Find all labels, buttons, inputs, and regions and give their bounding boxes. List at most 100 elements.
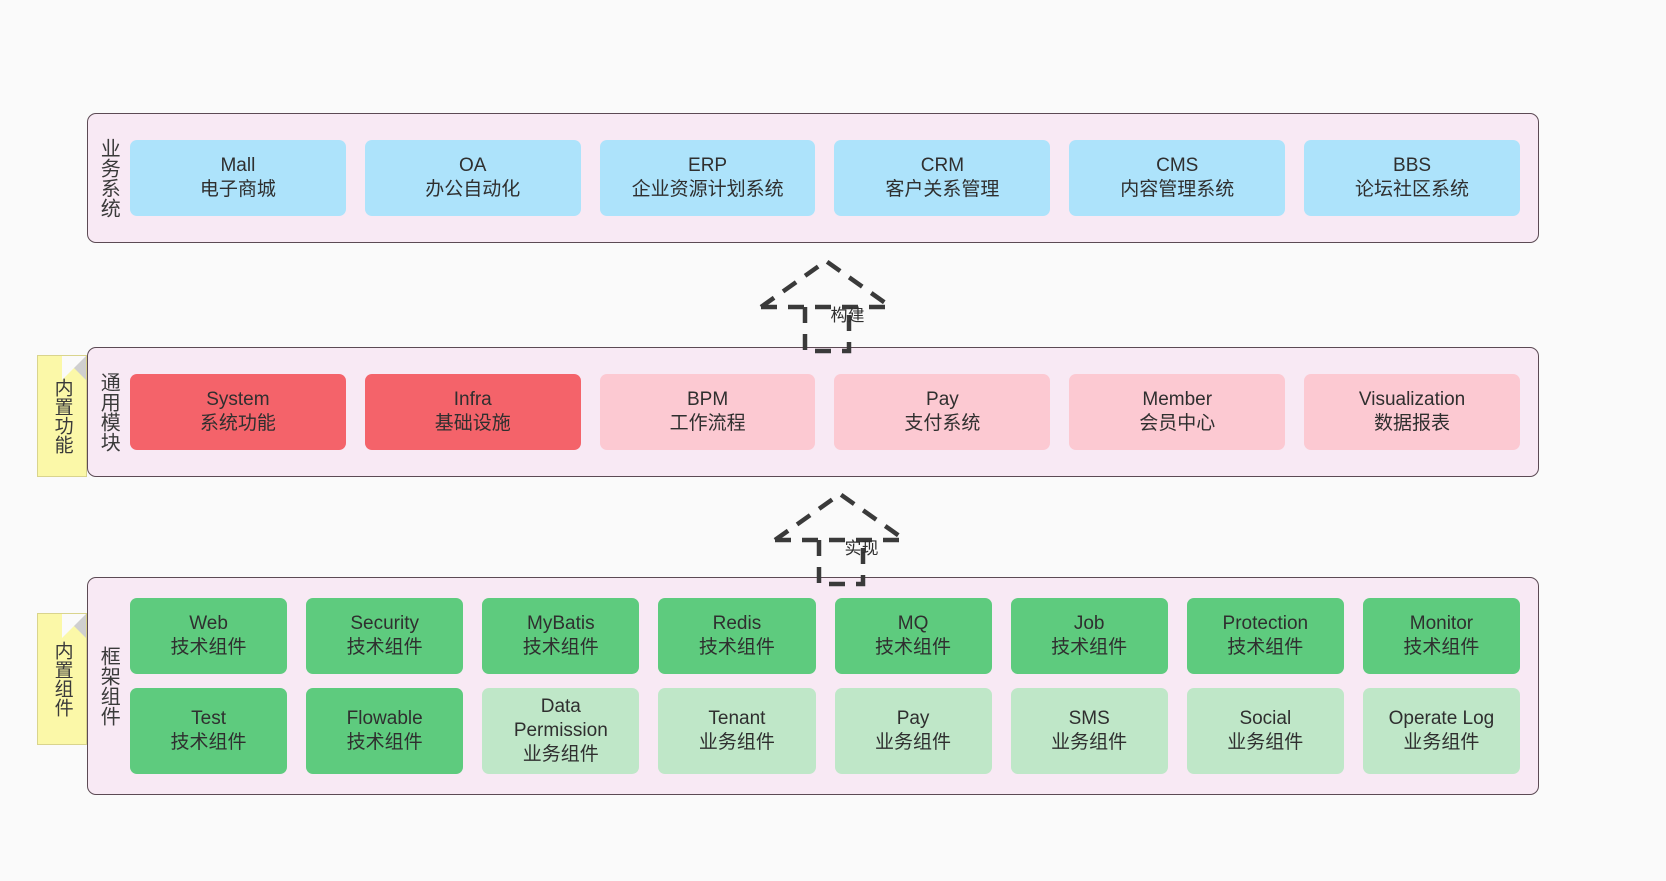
component-card-social[interactable]: Social 业务组件 — [1186, 688, 1344, 774]
sticky-note-builtin-feature[interactable]: 内置功能 — [37, 355, 87, 477]
module-card-subtitle: 内容管理系统 — [1120, 179, 1235, 200]
module-card-subtitle: 数据报表 — [1374, 413, 1451, 434]
module-card-subtitle: 基础设施 — [434, 413, 511, 434]
module-card-subtitle: 论坛社区系统 — [1355, 179, 1470, 200]
component-card-data-permission[interactable]: Data Permission 业务组件 — [482, 688, 640, 774]
component-card-title: Web — [189, 612, 228, 634]
component-card-operate-log[interactable]: Operate Log 业务组件 — [1362, 688, 1520, 774]
component-card-subtitle: 技术组件 — [346, 732, 423, 753]
layer-row: System 系统功能 Infra 基础设施 BPM 工作流程 Pay 支付系统… — [130, 374, 1520, 450]
module-card-bbs[interactable]: BBS 论坛社区系统 — [1304, 140, 1520, 216]
layer-business-system[interactable]: 业务系统 Mall 电子商城 OA 办公自动化 ERP 企业资源计划系统 CRM… — [87, 113, 1539, 243]
component-card-monitor[interactable]: Monitor 技术组件 — [1362, 598, 1520, 674]
component-card-title: MyBatis — [527, 612, 595, 634]
component-card-title: Security — [350, 612, 419, 634]
connector-implement: 实现 — [769, 488, 939, 587]
layer-body-business-system: Mall 电子商城 OA 办公自动化 ERP 企业资源计划系统 CRM 客户关系… — [128, 114, 1538, 242]
connector-shaft-build — [802, 307, 852, 354]
connector-shaft-implement — [816, 540, 866, 587]
component-card-subtitle: 技术组件 — [1051, 637, 1128, 658]
component-card-test[interactable]: Test 技术组件 — [130, 688, 288, 774]
component-card-title: Tenant — [708, 707, 766, 729]
layer-body-common-module: System 系统功能 Infra 基础设施 BPM 工作流程 Pay 支付系统… — [128, 348, 1538, 476]
module-card-title: ERP — [688, 154, 728, 176]
component-card-subtitle: 业务组件 — [698, 732, 775, 753]
module-card-pay[interactable]: Pay 支付系统 — [834, 374, 1051, 450]
component-card-mybatis[interactable]: MyBatis 技术组件 — [482, 598, 640, 674]
module-card-title: Mall — [220, 154, 256, 176]
layer-title-business-system: 业务系统 — [97, 138, 120, 218]
sticky-note-label: 内置组件 — [51, 641, 73, 717]
module-card-subtitle: 办公自动化 — [425, 179, 521, 200]
module-card-oa[interactable]: OA 办公自动化 — [364, 140, 581, 216]
module-card-title: BPM — [686, 388, 729, 410]
sticky-note-label: 内置功能 — [51, 378, 73, 454]
module-card-subtitle: 系统功能 — [199, 413, 276, 434]
component-card-title: Redis — [712, 612, 762, 634]
module-card-title: Visualization — [1358, 388, 1466, 410]
component-card-job[interactable]: Job 技术组件 — [1010, 598, 1168, 674]
component-card-sms[interactable]: SMS 业务组件 — [1010, 688, 1168, 774]
component-card-mq[interactable]: MQ 技术组件 — [834, 598, 992, 674]
component-card-subtitle: 业务组件 — [1403, 732, 1480, 753]
component-card-subtitle: 业务组件 — [522, 744, 599, 766]
component-card-subtitle: 技术组件 — [1403, 637, 1480, 658]
component-card-redis[interactable]: Redis 技术组件 — [658, 598, 816, 674]
component-card-subtitle: 技术组件 — [170, 732, 247, 753]
module-card-subtitle: 电子商城 — [199, 179, 276, 200]
module-card-title: BBS — [1393, 154, 1432, 176]
module-card-bpm[interactable]: BPM 工作流程 — [599, 374, 816, 450]
module-card-infra[interactable]: Infra 基础设施 — [364, 374, 581, 450]
component-card-subtitle: 业务组件 — [1227, 732, 1304, 753]
component-card-title: Test — [191, 707, 226, 729]
connector-build: 构建 — [755, 255, 925, 354]
module-card-subtitle: 支付系统 — [904, 413, 981, 434]
module-card-subtitle: 企业资源计划系统 — [631, 179, 784, 200]
component-card-title: Pay — [896, 707, 930, 729]
module-card-mall[interactable]: Mall 电子商城 — [130, 140, 346, 216]
component-card-subtitle: 技术组件 — [698, 637, 775, 658]
module-card-cms[interactable]: CMS 内容管理系统 — [1069, 140, 1286, 216]
module-card-subtitle: 会员中心 — [1139, 413, 1216, 434]
module-card-crm[interactable]: CRM 客户关系管理 — [834, 140, 1051, 216]
module-card-title: CMS — [1156, 154, 1199, 176]
component-card-flowable[interactable]: Flowable 技术组件 — [306, 688, 464, 774]
layer-title-common-module: 通用模块 — [97, 372, 120, 452]
module-card-erp[interactable]: ERP 企业资源计划系统 — [599, 140, 816, 216]
layer-row: Mall 电子商城 OA 办公自动化 ERP 企业资源计划系统 CRM 客户关系… — [130, 140, 1520, 216]
arrowhead-triangle-build — [759, 258, 893, 309]
sticky-note-builtin-component[interactable]: 内置组件 — [37, 613, 87, 745]
module-card-subtitle: 客户关系管理 — [885, 179, 1000, 200]
layer-row: Test 技术组件 Flowable 技术组件 Data Permission … — [130, 688, 1520, 774]
connector-label-build: 构建 — [830, 306, 865, 325]
module-card-subtitle: 工作流程 — [669, 413, 746, 434]
module-card-title: Pay — [926, 388, 959, 410]
component-card-title: Data Permission — [513, 695, 608, 741]
module-card-member[interactable]: Member 会员中心 — [1069, 374, 1286, 450]
component-card-protection[interactable]: Protection 技术组件 — [1186, 598, 1344, 674]
connector-label-implement: 实现 — [844, 539, 879, 558]
component-card-subtitle: 技术组件 — [1227, 637, 1304, 658]
arrowhead-triangle-implement — [773, 491, 907, 542]
module-card-title: System — [206, 388, 270, 410]
module-card-title: OA — [459, 154, 487, 176]
component-card-tenant[interactable]: Tenant 业务组件 — [658, 688, 816, 774]
layer-title-framework-component: 框架组件 — [97, 646, 120, 726]
component-card-title: Protection — [1222, 612, 1309, 634]
module-card-system[interactable]: System 系统功能 — [130, 374, 346, 450]
component-card-pay[interactable]: Pay 业务组件 — [834, 688, 992, 774]
module-card-title: Infra — [453, 388, 492, 410]
module-card-visualization[interactable]: Visualization 数据报表 — [1304, 374, 1520, 450]
module-card-title: Member — [1142, 388, 1213, 410]
component-card-subtitle: 业务组件 — [875, 732, 952, 753]
module-card-title: CRM — [920, 154, 965, 176]
layer-framework-component[interactable]: 框架组件 Web 技术组件 Security 技术组件 MyBatis 技术组件… — [87, 577, 1539, 795]
component-card-title: Social — [1239, 707, 1292, 729]
component-card-web[interactable]: Web 技术组件 — [130, 598, 288, 674]
component-card-security[interactable]: Security 技术组件 — [306, 598, 464, 674]
component-card-title: SMS — [1068, 707, 1110, 729]
component-card-subtitle: 技术组件 — [522, 637, 599, 658]
layer-common-module[interactable]: 通用模块 System 系统功能 Infra 基础设施 BPM 工作流程 Pay… — [87, 347, 1539, 477]
component-card-subtitle: 技术组件 — [346, 637, 423, 658]
